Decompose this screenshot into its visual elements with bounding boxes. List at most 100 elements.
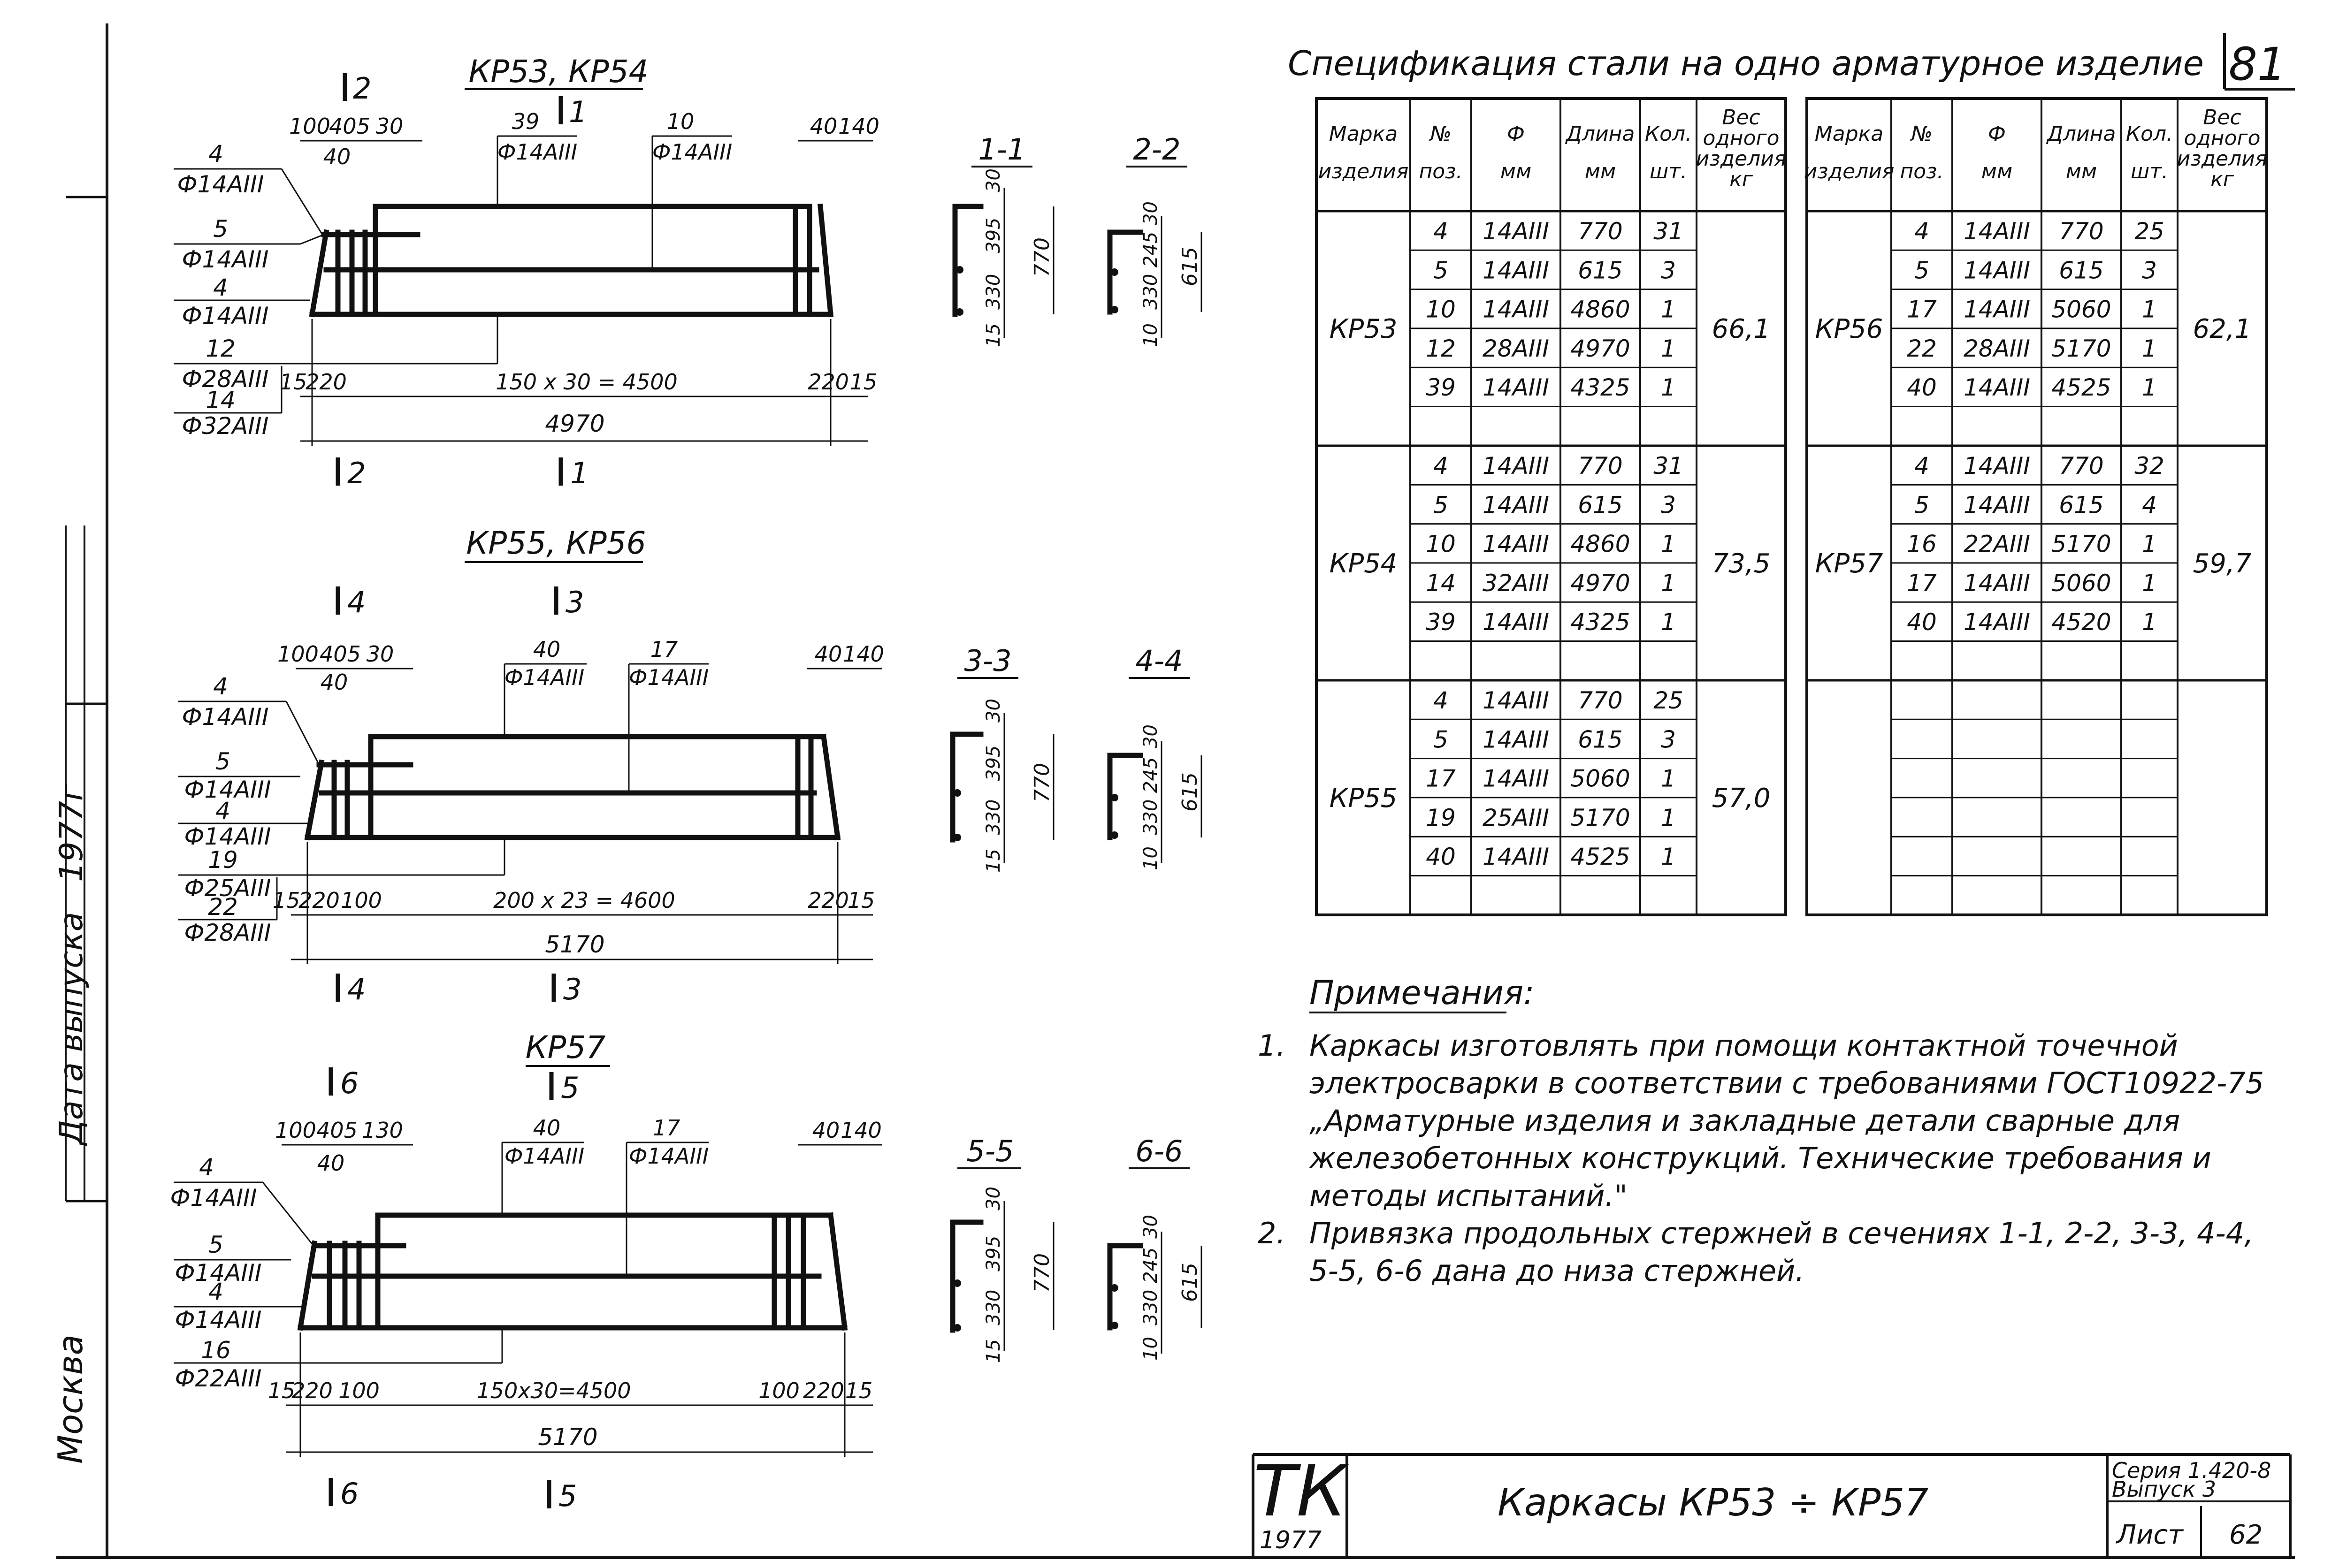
bottom-dimensions: 15 220 100 200 х 23 = 4600 220 15 5170 [273, 842, 875, 964]
dim-text: 40 [815, 641, 842, 667]
dim-text: 330 [1140, 274, 1162, 310]
spec-cell: 14АIII [1964, 609, 2030, 636]
dim-total: 4970 [545, 410, 604, 437]
spec-cell: 1 [1661, 843, 1676, 870]
dim-text: 330 [983, 799, 1004, 835]
spec-cell: 12 [1426, 335, 1456, 362]
spec-cell: 615 [1578, 257, 1622, 284]
dim-text: 30 [1140, 201, 1162, 225]
cut-label: 2 [353, 71, 371, 106]
spec-cell: 1 [1661, 570, 1676, 597]
cut-marks: 2 1 2 1 [336, 71, 589, 490]
spec-cell: 4 [1914, 452, 1929, 480]
label-spec: Ф14АIII [182, 302, 268, 329]
section-name: 3-3 [964, 644, 1011, 678]
label-num: 4 [208, 1278, 223, 1305]
dim-text: 245 [1140, 232, 1162, 267]
reinforcement-bars [297, 1212, 848, 1331]
dim-text: 100 [758, 1378, 800, 1403]
dim-text: 130 [362, 1118, 403, 1143]
spec-cell: 770 [1578, 687, 1622, 714]
dim-text: 30 [1140, 724, 1162, 748]
dim-text: 245 [1140, 757, 1162, 793]
spec-mark: КР57 [1815, 548, 1883, 579]
dim-text: 15 [983, 849, 1004, 873]
spec-cell: 5170 [2051, 335, 2111, 362]
dim-text: 405 [316, 1118, 358, 1143]
spec-cell: 4 [1433, 452, 1448, 480]
spec-cell: 615 [1578, 491, 1622, 518]
spec-cell: 1 [1661, 374, 1676, 401]
spec-cell: 14АIII [1483, 726, 1549, 753]
spec-cell: 25 [1653, 687, 1683, 714]
series: Серия 1.420-8 [2112, 1458, 2271, 1483]
spec-cell: 3 [1661, 257, 1676, 284]
spec-cell: 3 [1661, 491, 1676, 518]
dim-total: 5170 [538, 1423, 597, 1451]
spec-cell: 5060 [1570, 765, 1630, 792]
sheet-num: 62 [2229, 1520, 2263, 1550]
spec-cell: 40 [1426, 843, 1456, 870]
section-name: 1-1 [978, 132, 1025, 167]
reinforcement-bars [309, 204, 833, 318]
spec-title: Спецификация стали на одно арматурное из… [1288, 44, 2204, 83]
spec-cell: 5 [1433, 257, 1448, 284]
frame-drawing-kr57: КР57 6 5 6 5 [170, 1029, 1202, 1513]
spec-cell: 5060 [2051, 570, 2111, 597]
dim-text: 395 [983, 1236, 1004, 1271]
dim-text: 395 [983, 218, 1004, 253]
sheet-number: 81 [2229, 38, 2286, 91]
spec-cell: 3 [1661, 726, 1676, 753]
spec-cell: 4860 [1570, 531, 1630, 558]
dim-text: 200 х 23 = 4600 [493, 888, 675, 913]
label-spec: Ф25АIII [184, 875, 271, 902]
dim-text: 220 [808, 369, 849, 395]
spec-cell: 22 [1907, 335, 1937, 362]
spec-cell: 1 [1661, 531, 1676, 558]
callout-num: 40 [533, 1115, 561, 1141]
dim-text: 220 [803, 1378, 844, 1403]
dim-text: 30 [983, 1187, 1004, 1210]
note-line: методы испытаний." [1309, 1179, 1628, 1213]
cut-label: 3 [566, 585, 584, 619]
dim-total: 770 [1030, 1253, 1054, 1293]
dim-total: 770 [1030, 763, 1054, 802]
spec-cell: 14АIII [1964, 296, 2030, 323]
sheet-label: Лист [2116, 1520, 2184, 1550]
label-spec: Ф14АIII [182, 246, 268, 273]
spec-weight: 66,1 [1712, 314, 1771, 344]
label-num: 4 [208, 140, 223, 167]
cut-label: 6 [340, 1066, 359, 1100]
frame-drawing-kr55-kr56: КР55, КР56 4 3 4 3 10 [178, 525, 1202, 1006]
section-6-6: 6-6 30 245 330 10 615 [1107, 1134, 1202, 1361]
spec-cell: 615 [2059, 491, 2103, 518]
spec-cell: 39 [1426, 374, 1456, 401]
spec-cell: 28АIII [1964, 335, 2030, 362]
cut-label: 3 [563, 972, 581, 1006]
cut-label: 4 [347, 585, 366, 619]
spec-cell: 1 [1661, 609, 1676, 636]
spec-cell: 5060 [2051, 296, 2111, 323]
dim-text: 40 [321, 670, 348, 695]
spec-cell: 4 [1914, 218, 1929, 245]
drawing-title: КР53, КР54 [468, 53, 648, 90]
margin-date-label: Дата выпуска [53, 912, 90, 1146]
dim-text: 40 [317, 1150, 345, 1176]
callout-spec: Ф14АIII [629, 1143, 709, 1169]
spec-cell: 14АIII [1483, 296, 1549, 323]
spec-cell: 14АIII [1483, 765, 1549, 792]
spec-cell: 1 [2142, 570, 2157, 597]
left-labels: 4 Ф14АIII 5 Ф14АIII 4 Ф14АIII 12 Ф28АIII… [174, 140, 498, 440]
title-block: ТК 1977 Каркасы КР53 ÷ КР57 Серия 1.420-… [1252, 1451, 2290, 1558]
drawing-title: КР57 [526, 1029, 606, 1066]
spec-cell: 770 [1578, 218, 1622, 245]
dim-text: 100 [277, 641, 319, 667]
callout-num: 17 [650, 637, 678, 662]
dim-text: 30 [1140, 1215, 1162, 1239]
